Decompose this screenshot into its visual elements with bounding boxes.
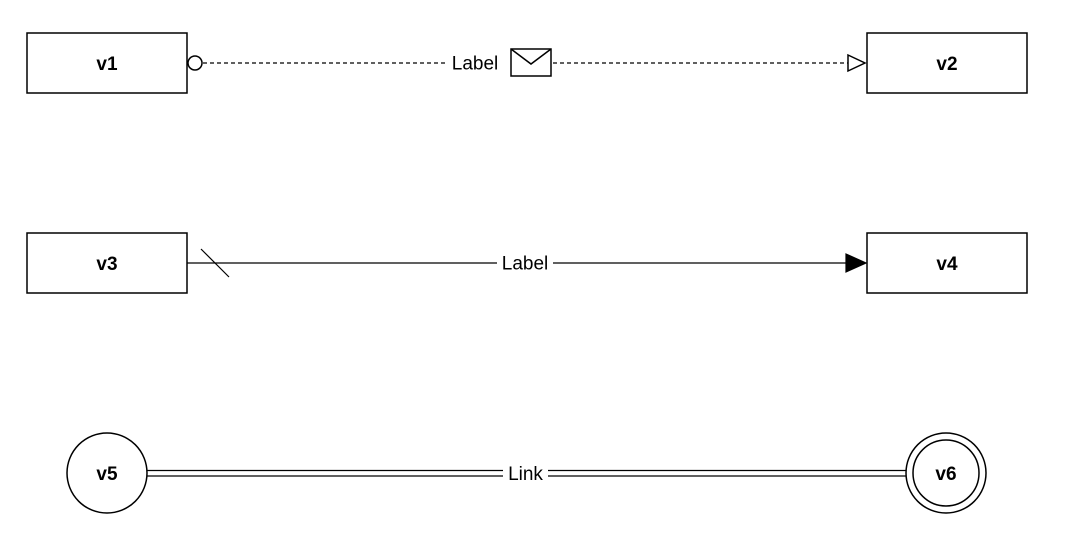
open-triangle-marker (847, 53, 867, 73)
edge-v3-v4[interactable]: Label (187, 248, 868, 278)
node-v3[interactable]: v3 (26, 232, 188, 294)
slash-marker (200, 248, 230, 278)
node-v5[interactable]: v5 (66, 432, 148, 514)
filled-triangle-marker (845, 253, 868, 273)
node-v3-label: v3 (96, 254, 117, 275)
node-v1-label: v1 (96, 54, 118, 75)
node-v2[interactable]: v2 (866, 32, 1028, 94)
edge-v1-v2[interactable]: Label (187, 48, 867, 77)
edge-v3-v4-label: Label (502, 254, 549, 275)
edge-v1-v2-label: Label (452, 54, 499, 75)
node-v2-label: v2 (936, 54, 957, 75)
node-v6[interactable]: v6 (905, 432, 987, 514)
node-v6-label: v6 (935, 464, 956, 485)
node-v1[interactable]: v1 (26, 32, 188, 94)
node-v5-label: v5 (96, 464, 118, 485)
open-circle-marker (187, 55, 203, 71)
node-v4-label: v4 (936, 254, 958, 275)
edge-v5-v6[interactable]: Link (146, 464, 906, 485)
envelope-icon (510, 48, 552, 77)
node-v4[interactable]: v4 (866, 232, 1028, 294)
edge-v5-v6-label: Link (508, 464, 543, 485)
